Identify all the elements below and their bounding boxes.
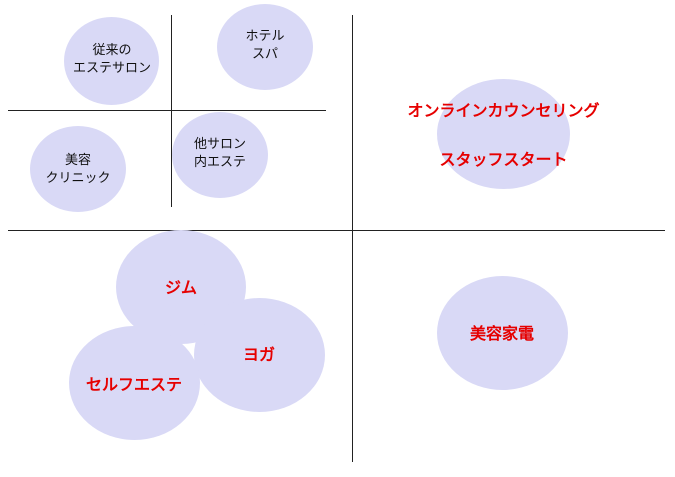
- beauty-clinic-label-line1: 美容: [64, 153, 91, 168]
- self-esthe-bubble: [69, 326, 200, 440]
- traditional-salon-label-line2: エステサロン: [72, 60, 151, 76]
- sub-horizontal-axis: [8, 110, 326, 111]
- online-counseling-bubble: [437, 79, 570, 189]
- staff-start-label: スタッフスタート: [439, 150, 568, 169]
- main-horizontal-axis: [8, 230, 665, 231]
- hotel-spa-bubble: [217, 4, 313, 90]
- traditional-salon-bubble: [64, 17, 159, 105]
- gym-label: ジム: [164, 278, 197, 297]
- beauty-clinic-label: 美容 クリニック: [28, 152, 128, 187]
- yoga-label: ヨガ: [242, 345, 275, 364]
- main-vertical-axis: [352, 15, 353, 462]
- hotel-spa-label: ホテル スパ: [215, 28, 315, 63]
- hotel-spa-label-line1: ホテル: [245, 29, 285, 44]
- traditional-salon-label-line1: 従来の: [92, 43, 132, 58]
- self-esthe-label: セルフエステ: [85, 375, 182, 394]
- other-salon-bubble: [172, 112, 268, 198]
- other-salon-label-line1: 他サロン: [193, 137, 246, 152]
- online-counseling-label: オンラインカウンセリング: [407, 101, 600, 120]
- beauty-clinic-bubble: [30, 126, 126, 212]
- yoga-bubble: [194, 298, 325, 412]
- beauty-appliance-label: 美容家電: [469, 324, 534, 343]
- hotel-spa-label-line2: スパ: [251, 46, 278, 62]
- other-salon-label-line2: 内エステ: [193, 154, 246, 170]
- traditional-salon-label: 従来の エステサロン: [62, 42, 162, 77]
- sub-vertical-axis: [171, 15, 172, 207]
- other-salon-label: 他サロン 内エステ: [170, 136, 270, 171]
- beauty-clinic-label-line2: クリニック: [45, 170, 111, 186]
- beauty-appliance-bubble: [437, 276, 568, 390]
